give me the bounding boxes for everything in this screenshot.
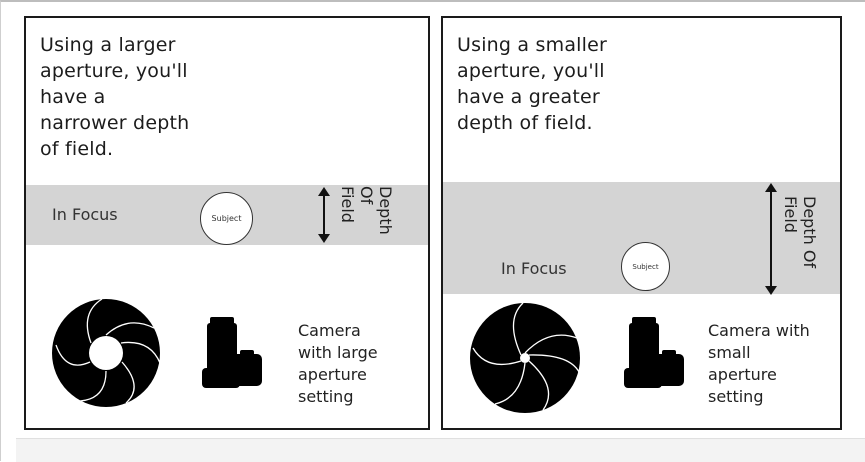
bottom-strip bbox=[16, 438, 865, 462]
aperture-large-icon bbox=[51, 298, 161, 408]
depth-of-field-arrow bbox=[763, 182, 779, 296]
panel-caption: Using a smaller aperture, you'll have a … bbox=[457, 32, 647, 136]
depth-of-field-label: Depth Of Field bbox=[781, 196, 819, 306]
camera-caption: Camera with large aperture setting bbox=[298, 320, 408, 408]
camera-icon bbox=[618, 312, 688, 392]
aperture-small-icon bbox=[469, 302, 581, 414]
panel-large-aperture: Using a larger aperture, you'll have a n… bbox=[24, 16, 430, 430]
in-focus-label: In Focus bbox=[501, 259, 567, 278]
panel-small-aperture: Using a smaller aperture, you'll have a … bbox=[441, 16, 842, 430]
camera-icon bbox=[196, 312, 266, 392]
subject-label: Subject bbox=[212, 214, 242, 223]
subject-circle: Subject bbox=[200, 192, 253, 245]
subject-label: Subject bbox=[632, 263, 658, 271]
in-focus-label: In Focus bbox=[52, 205, 118, 224]
camera-caption: Camera with small aperture setting bbox=[708, 320, 838, 408]
subject-circle: Subject bbox=[621, 242, 670, 291]
depth-of-field-label: Depth Of Field bbox=[338, 186, 395, 276]
depth-of-field-arrow bbox=[316, 186, 332, 244]
panel-caption: Using a larger aperture, you'll have a n… bbox=[40, 32, 230, 162]
